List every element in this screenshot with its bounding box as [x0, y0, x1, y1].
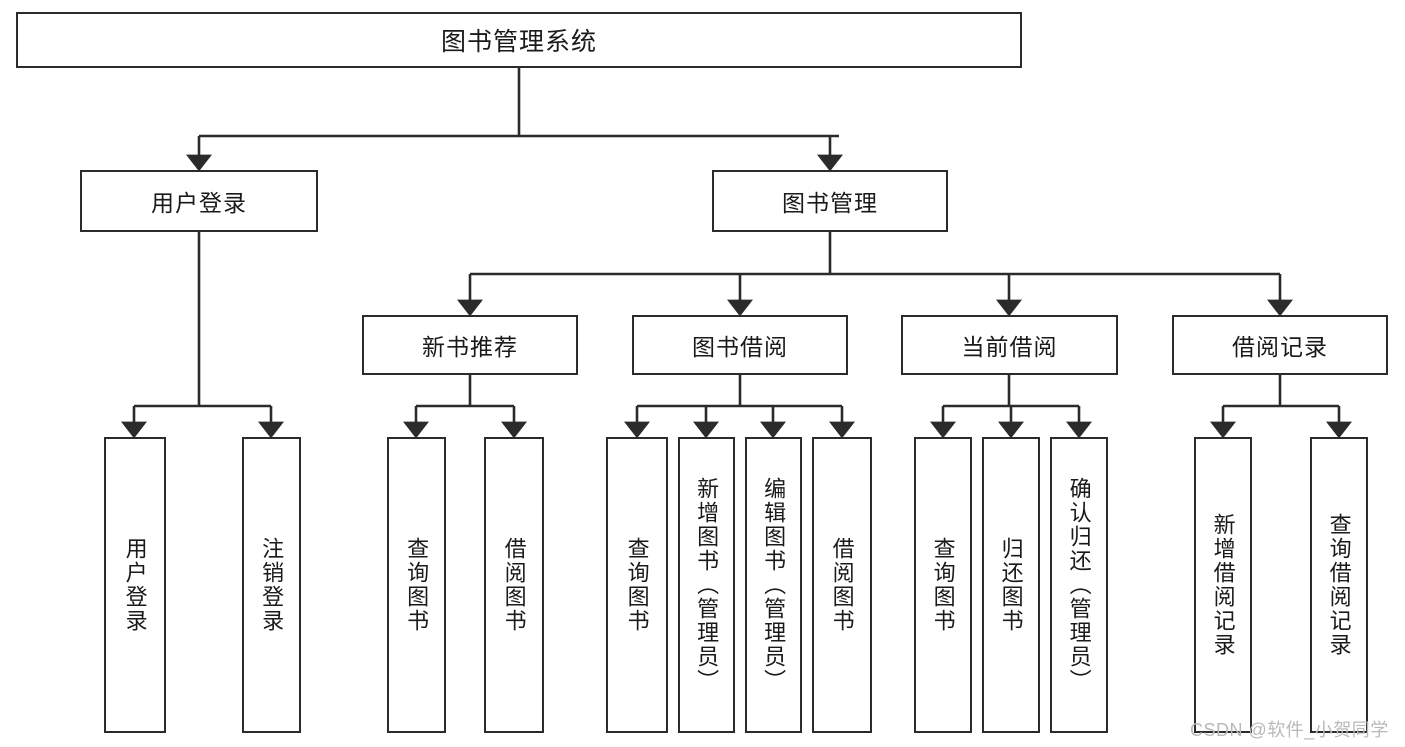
node-root[interactable]: 图书管理系统: [16, 12, 1022, 68]
leaf-node-query-book-borrow[interactable]: 查询图书: [606, 437, 668, 733]
leaf-label: 确认归还（管理员）: [1066, 477, 1092, 693]
node-book-borrow[interactable]: 图书借阅: [632, 315, 848, 375]
node-book-management-label: 图书管理: [782, 190, 878, 216]
leaf-label: 新增借阅记录: [1210, 513, 1236, 657]
node-book-borrow-label: 图书借阅: [692, 334, 788, 360]
leaf-label: 借阅图书: [829, 537, 855, 633]
leaf-node-query-book-current[interactable]: 查询图书: [914, 437, 972, 733]
node-user-login-label: 用户登录: [151, 190, 247, 216]
node-new-book-recommend-label: 新书推荐: [422, 334, 518, 360]
leaf-label: 借阅图书: [501, 537, 527, 633]
leaf-label: 查询图书: [404, 537, 430, 633]
leaf-node-logout[interactable]: 注销登录: [242, 437, 301, 733]
leaf-label: 归还图书: [998, 537, 1024, 633]
leaf-node-borrow-book-rec[interactable]: 借阅图书: [484, 437, 544, 733]
node-book-management[interactable]: 图书管理: [712, 170, 948, 232]
leaf-node-add-book-admin[interactable]: 新增图书（管理员）: [678, 437, 735, 733]
node-new-book-recommend[interactable]: 新书推荐: [362, 315, 578, 375]
leaf-node-confirm-return-admin[interactable]: 确认归还（管理员）: [1050, 437, 1108, 733]
watermark-text: CSDN @软件_小贺同学: [1190, 720, 1389, 740]
node-current-borrow-label: 当前借阅: [961, 334, 1058, 360]
leaf-node-add-borrow-record[interactable]: 新增借阅记录: [1194, 437, 1252, 733]
leaf-label: 查询借阅记录: [1326, 513, 1352, 657]
leaf-label: 注销登录: [259, 537, 285, 633]
leaf-label: 编辑图书（管理员）: [761, 477, 787, 693]
node-borrow-record-label: 借阅记录: [1232, 334, 1328, 360]
leaf-label: 用户登录: [122, 537, 148, 633]
leaf-node-user-login[interactable]: 用户登录: [104, 437, 166, 733]
leaf-node-query-book-rec[interactable]: 查询图书: [387, 437, 446, 733]
leaf-node-borrow-book[interactable]: 借阅图书: [812, 437, 872, 733]
leaf-label: 查询图书: [624, 537, 650, 633]
leaf-label: 新增图书（管理员）: [694, 477, 720, 693]
node-user-login[interactable]: 用户登录: [80, 170, 318, 232]
leaf-node-edit-book-admin[interactable]: 编辑图书（管理员）: [745, 437, 802, 733]
leaf-node-return-book[interactable]: 归还图书: [982, 437, 1040, 733]
node-current-borrow[interactable]: 当前借阅: [901, 315, 1118, 375]
leaf-label: 查询图书: [930, 537, 956, 633]
node-root-label: 图书管理系统: [440, 28, 597, 56]
leaf-node-query-borrow-record[interactable]: 查询借阅记录: [1310, 437, 1368, 733]
node-borrow-record[interactable]: 借阅记录: [1172, 315, 1388, 375]
